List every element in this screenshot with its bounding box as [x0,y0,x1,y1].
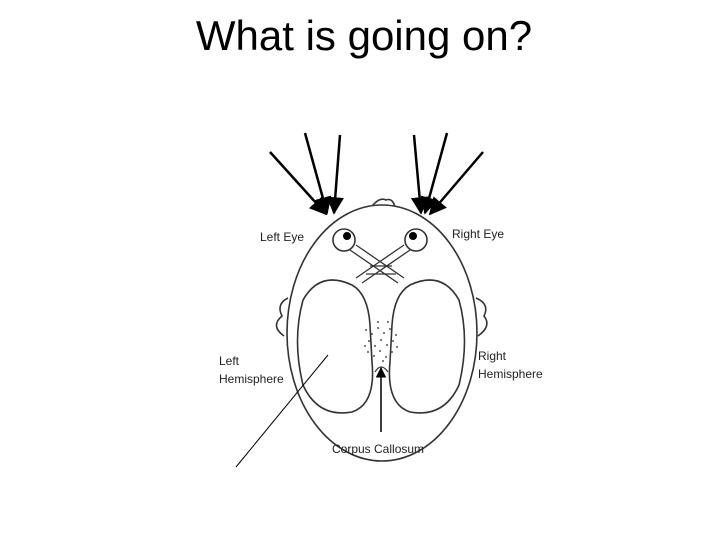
right-eye-label: Right Eye [452,227,504,241]
arrow-right-2 [420,132,449,215]
corpus-callosum-label: Corpus Callosum [332,442,424,456]
left-eye-label: Left Eye [260,230,304,244]
left-hemisphere-label-line2: Hemisphere [219,372,284,386]
right-hemisphere-label-line2: Hemisphere [478,367,543,381]
arrow-left-2 [303,132,332,215]
optic-nerves [349,244,411,284]
right-hemisphere-label-line1: Right [478,349,507,363]
right-eye-shape [404,228,428,252]
left-hemisphere-label-line1: Left [219,354,240,368]
left-eye-shape [332,228,356,252]
left-hemisphere-shape [296,279,374,414]
slide-title: What is going on? [195,12,533,59]
right-hemisphere-shape [388,279,466,414]
corpus-callosum-shape [364,321,398,362]
arrow-right-3 [428,151,484,216]
arrow-left-3 [326,134,344,215]
arrow-right-1 [410,134,429,215]
left-hemisphere-pointer [235,354,329,468]
